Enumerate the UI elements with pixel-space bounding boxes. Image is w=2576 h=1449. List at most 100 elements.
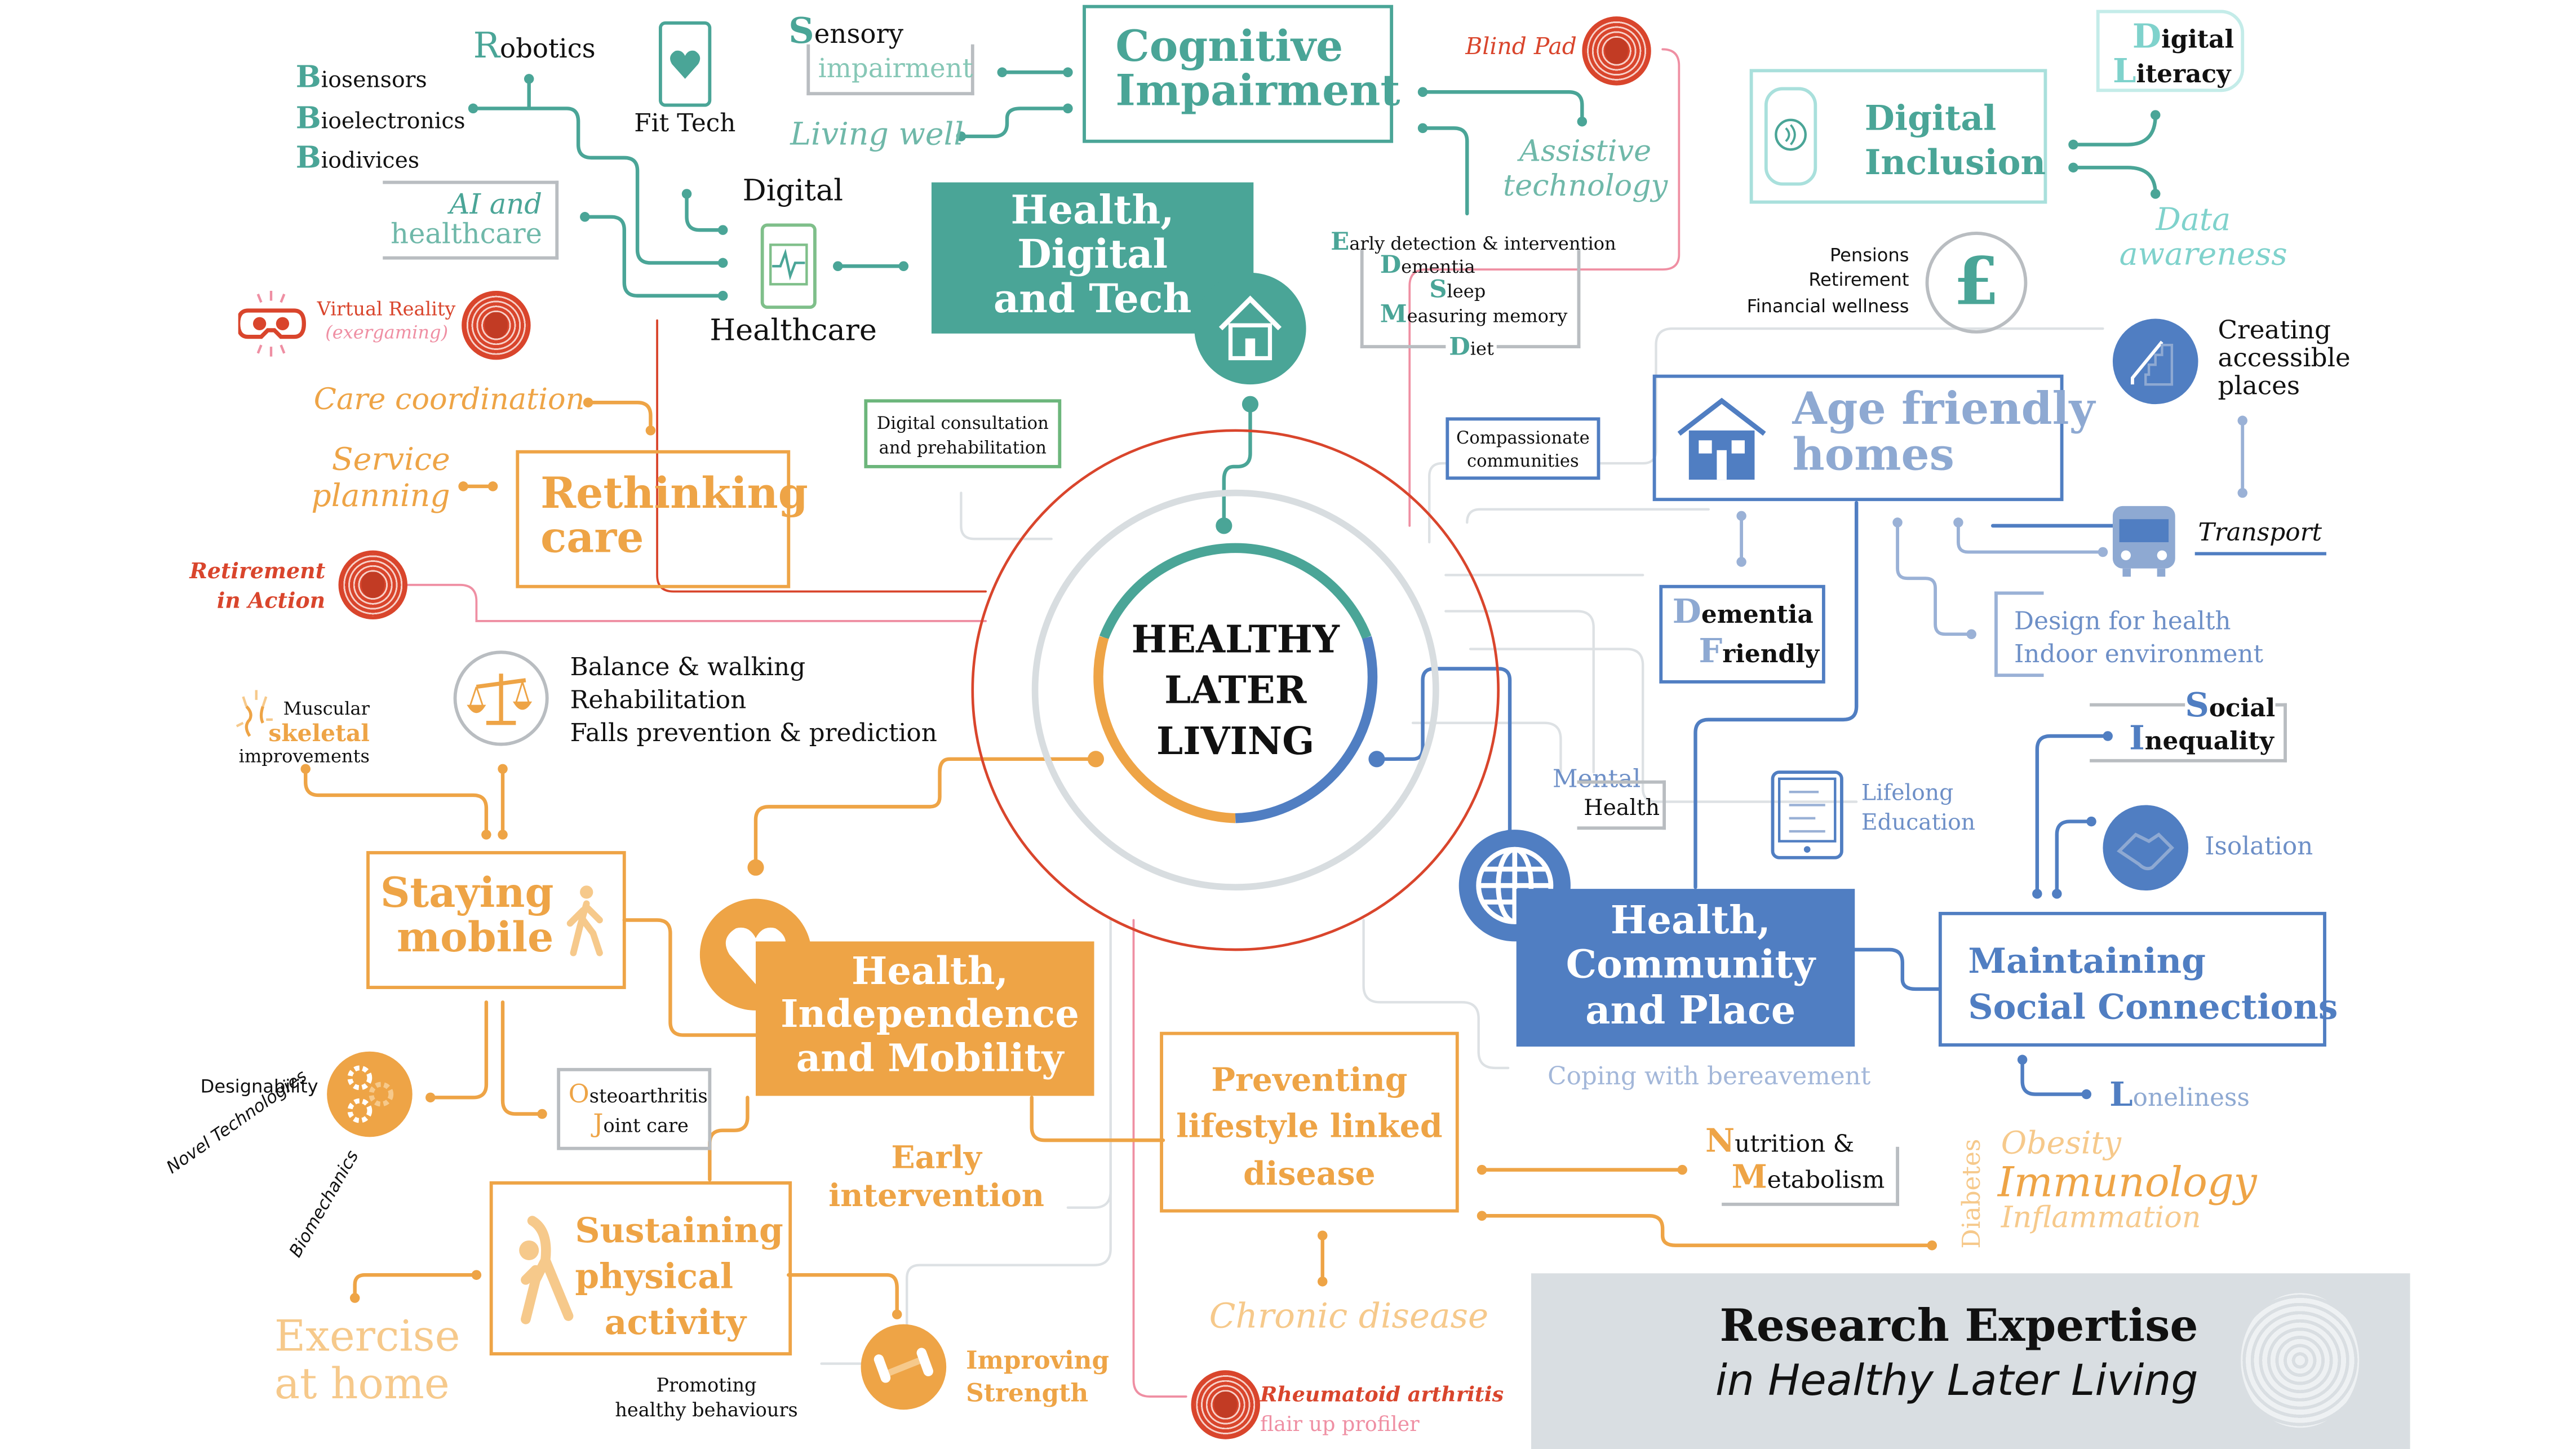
dumbbell-icon [861,1324,947,1410]
gears-icon [327,1051,413,1137]
cognitive-impairment-box: Cognitive Impairment [1083,5,1400,143]
rest: iosensors [321,67,427,94]
line-2: Strength [966,1379,1089,1409]
line-2: Inclusion [1864,141,2046,183]
mental-health-box: Health [1577,780,1666,830]
line-2: intervention [828,1177,1045,1214]
line-1: Retirement [189,560,326,585]
university-seal-icon [338,550,407,620]
service-planning-label: Service planning [296,442,450,515]
compassionate-communities-box: Compassionate communities [1446,417,1600,480]
age-friendly-homes-box[interactable]: Age friendly homes [1652,374,2095,502]
flair-up-profiler-label: flair up profiler [1260,1411,1420,1436]
friendly-line: Friendly [1699,632,1819,669]
title-line-3: and Tech [993,274,1192,322]
initial: F [1699,631,1723,671]
title-line-3: and Place [1585,986,1796,1033]
digital-consultation-box: Digital consultation and prehabilitation [864,399,1062,468]
rest: oneliness [2132,1083,2250,1113]
dementia-friendly-box: Dementia Friendly [1659,584,1825,684]
bus-icon [2112,506,2175,577]
globe-icon [1458,830,1571,942]
line-2: accessible [2218,343,2351,373]
falls-label: Falls prevention & prediction [570,717,937,747]
initial: I [2129,717,2145,757]
initial: B [295,141,321,176]
nutrition-box [1722,1146,1899,1206]
fit-tech-label: Fit Tech [634,108,736,138]
preventing-disease-box[interactable]: Preventing lifestyle linked disease [1160,1031,1459,1213]
line-2: Indoor environment [2014,639,2264,670]
ai-healthcare-box: AI and healthcare [383,180,559,260]
dementia-line: Dementia [1673,593,1814,630]
maintaining-title: Maintaining Social Connections [1968,938,2338,1031]
title-line-2: Digital [1017,229,1168,278]
walking-person-icon [566,885,603,956]
line-2: awareness [2119,236,2287,273]
main-subtitle: in Healthy Later Living [1715,1357,2198,1407]
bio-item: Biodivices [296,140,465,180]
bio-list: Biosensors Bioelectronics Biodivices [296,59,465,180]
title-line-1: Health, [1610,897,1771,943]
digital-literacy-line-2: Literacy [2113,52,2231,89]
rest: iteracy [2136,59,2231,89]
maintaining-connections-box[interactable]: Maintaining Social Connections [1938,911,2338,1047]
inequality-line: Inequality [2129,717,2274,757]
creating-places-label: Creating accessible places [2218,315,2351,401]
line-2: healthy behaviours [615,1398,798,1421]
edmsd-item: Early detection & intervention [1331,228,1616,255]
initial: S [2185,685,2209,725]
vr-label: Virtual Reality [317,297,456,321]
theme-digital-tech[interactable]: Health, Digital and Tech [931,182,1254,334]
rest: igital [2161,24,2234,55]
early-intervention-label: Early intervention [822,1140,1052,1215]
joint-icon [236,690,273,737]
ring-segment-independence [1093,636,1236,823]
nutrition-line-2: Metabolism [1732,1159,1885,1196]
age-friendly-title: Age friendly homes [1792,387,2095,481]
edmsd-item: Sleep [1429,276,1486,303]
chronic-disease-label: Chronic disease [1209,1296,1489,1336]
sustaining-activity-box[interactable]: Sustaining physical activity [489,1181,792,1356]
ring-segment-community [1235,636,1378,823]
line-1: Assistive [1519,135,1652,170]
cognitive-line-2: Impairment [1115,68,1400,117]
exergaming-label: (exergaming) [325,322,449,344]
line-1: Staying [380,869,554,917]
rest: leep [1447,281,1486,303]
theme-community[interactable]: Health, Community and Place [1516,889,1855,1047]
theme-independence[interactable]: Health, Independence and Mobility [755,941,1094,1096]
line-1: Creating [2218,315,2331,345]
isolation-label: Isolation [2205,831,2313,861]
center-title: HEALTHY LATER LIVING [1120,614,1350,768]
initial: J [593,1109,604,1139]
retirement-in-action-label: Retirement in Action [165,559,326,618]
design-bracket [1994,591,2044,677]
designability-label: Designability [200,1076,318,1098]
vr-headset-icon [238,290,306,357]
health-label: Health [1584,795,1660,822]
line-2: mobile [396,913,554,961]
balance-label: Balance & walking [570,652,806,682]
rehabilitation-label: Rehabilitation [570,685,747,715]
lifelong-education-label: Lifelong Education [1861,779,1975,839]
rest: arly detection & intervention [1349,233,1616,255]
initial: D [2132,16,2162,56]
digital-literacy-box: Digital Literacy [2096,10,2245,92]
line-1: Service [331,442,450,478]
design-health-label: Design for health Indoor environment [2014,605,2263,671]
pensions-label: Pensions [1829,245,1909,267]
rethinking-care-box[interactable]: Rethinking care [516,450,808,588]
improving-strength-label: Improving Strength [966,1344,1109,1411]
staying-mobile-box[interactable]: Staying mobile [366,851,626,989]
digital-label: Digital [742,174,844,209]
cognitive-title: Cognitive Impairment [1115,25,1400,117]
osteoarthritis-box: Osteoarthritis Joint care [557,1067,712,1150]
rest: iodivices [321,148,420,175]
initial: B [295,60,321,96]
line-2: technology [1502,169,1668,203]
msk-label: Muscular skeletal improvements [230,699,370,768]
edmsd-item: Diet [1446,333,1497,361]
inflammation-label: Inflammation [2001,1201,2201,1236]
line-3: places [2218,371,2300,401]
